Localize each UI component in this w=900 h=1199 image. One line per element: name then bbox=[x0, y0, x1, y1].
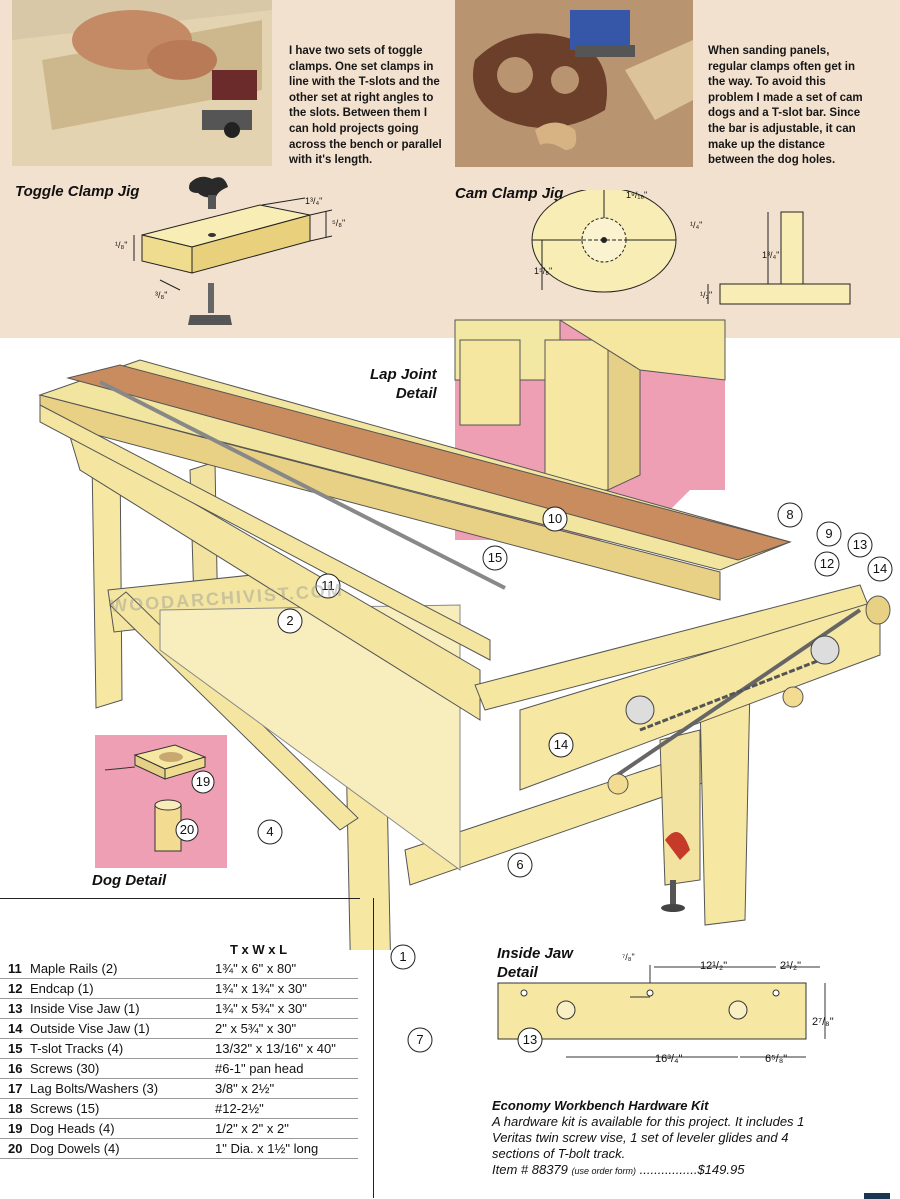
part-number: 14 bbox=[8, 1021, 23, 1036]
callout-9: 9 bbox=[825, 526, 833, 541]
callout-6: 6 bbox=[516, 857, 524, 872]
callout-7: 7 bbox=[416, 1032, 424, 1047]
cam-clamp-heading: Cam Clamp Jig bbox=[455, 185, 564, 202]
jaw-dim-a: ⁷/₈" bbox=[622, 952, 635, 962]
inside-jaw-drawing bbox=[497, 965, 826, 1058]
dog-detail-drawing bbox=[104, 744, 215, 852]
part-name: Inside Vise Jaw (1) bbox=[30, 1001, 140, 1016]
parts-row: 11 Maple Rails (2) 1¾" x 6" x 80" bbox=[0, 958, 358, 979]
part-size: 1¾" x 5¾" x 30" bbox=[215, 1001, 307, 1016]
parts-list-rule-vert bbox=[373, 898, 374, 1198]
lap-joint-heading: Lap Joint Detail bbox=[370, 366, 437, 402]
callout-15: 15 bbox=[487, 550, 503, 565]
parts-row: 14 Outside Vise Jaw (1) 2" x 5¾" x 30" bbox=[0, 1018, 358, 1039]
page-corner-tab bbox=[864, 1193, 890, 1199]
inside-jaw-callout: 13 bbox=[522, 1032, 538, 1047]
part-size: 1¾" x 6" x 80" bbox=[215, 961, 297, 976]
part-name: Screws (30) bbox=[30, 1061, 100, 1076]
part-number: 12 bbox=[8, 981, 23, 996]
parts-row: 15 T-slot Tracks (4) 13/32" x 13/16" x 4… bbox=[0, 1038, 358, 1059]
callout-2: 2 bbox=[286, 613, 294, 628]
parts-list-header: T x W x L bbox=[230, 942, 288, 957]
kit-title: Economy Workbench Hardware Kit bbox=[492, 1098, 709, 1113]
kit-item-dots: ................ bbox=[636, 1162, 698, 1177]
parts-list-rule bbox=[0, 898, 360, 899]
callout-19: 19 bbox=[195, 774, 211, 789]
part-number: 16 bbox=[8, 1061, 23, 1076]
kit-price: $149.95 bbox=[697, 1162, 745, 1177]
parts-row: 16 Screws (30) #6-1" pan head bbox=[0, 1058, 358, 1079]
part-name: T-slot Tracks (4) bbox=[30, 1041, 124, 1056]
toggle-clamp-note: I have two sets of toggle clamps. One se… bbox=[289, 45, 442, 167]
callout-4: 4 bbox=[266, 824, 274, 839]
part-name: Lag Bolts/Washers (3) bbox=[30, 1081, 159, 1096]
part-size: 13/32" x 13/16" x 40" bbox=[215, 1041, 336, 1056]
toggle-dim-width: 1³/₄" bbox=[305, 196, 323, 206]
part-name: Dog Dowels (4) bbox=[30, 1141, 120, 1156]
callout-11: 11 bbox=[321, 578, 335, 593]
parts-row: 12 Endcap (1) 1¾" x 1¾" x 30" bbox=[0, 978, 358, 999]
callout-14-top: 14 bbox=[872, 561, 888, 576]
callout-12: 12 bbox=[819, 556, 835, 571]
part-number: 19 bbox=[8, 1121, 23, 1136]
part-name: Dog Heads (4) bbox=[30, 1121, 115, 1136]
toggle-dim-slot: ¹/₈" bbox=[115, 240, 128, 250]
jaw-dim-b: 12¹/₂" bbox=[700, 960, 728, 972]
callout-8: 8 bbox=[786, 507, 794, 522]
jaw-dim-d: 2⁷/₈" bbox=[812, 1016, 834, 1028]
part-size: 3/8" x 2½" bbox=[215, 1081, 275, 1096]
part-number: 13 bbox=[8, 1001, 23, 1016]
workbench-illustration bbox=[38, 319, 891, 950]
callout-13: 13 bbox=[852, 537, 868, 552]
toggle-clamp-drawing bbox=[133, 176, 333, 325]
parts-row: 13 Inside Vise Jaw (1) 1¾" x 5¾" x 30" bbox=[0, 998, 358, 1019]
callout-1: 1 bbox=[399, 949, 407, 964]
jaw-dim-c: 2¹/₂" bbox=[780, 960, 802, 972]
part-name: Endcap (1) bbox=[30, 981, 94, 996]
parts-row: 18 Screws (15) #12-2½" bbox=[0, 1098, 358, 1119]
cam-dim-left: 1⁵/₈" bbox=[534, 266, 553, 276]
toggle-clamp-photo bbox=[12, 0, 272, 166]
parts-row: 19 Dog Heads (4) 1/2" x 2" x 2" bbox=[0, 1118, 358, 1139]
kit-item-number: Item # 88379 bbox=[492, 1162, 568, 1177]
cam-clamp-drawing bbox=[531, 190, 851, 305]
part-number: 20 bbox=[8, 1141, 23, 1156]
part-number: 11 bbox=[8, 961, 22, 976]
parts-row: 17 Lag Bolts/Washers (3) 3/8" x 2½" bbox=[0, 1078, 358, 1099]
toggle-dim-offset: ³/₈" bbox=[155, 290, 168, 300]
callout-20: 20 bbox=[179, 822, 195, 837]
cam-dim-gap: ¹/₄" bbox=[690, 220, 703, 230]
jaw-dim-f: 6⁵/₈" bbox=[765, 1053, 788, 1065]
part-number: 18 bbox=[8, 1101, 23, 1116]
hardware-kit: Economy Workbench Hardware Kit A hardwar… bbox=[492, 1098, 822, 1179]
callout-10: 10 bbox=[547, 511, 563, 526]
part-number: 17 bbox=[8, 1081, 23, 1096]
kit-item-line: Item # 88379 (use order form) ..........… bbox=[492, 1162, 822, 1179]
part-size: 1/2" x 2" x 2" bbox=[215, 1121, 289, 1136]
cam-dim-base: ¹/₂" bbox=[700, 290, 713, 300]
cam-clamp-photo bbox=[455, 0, 693, 167]
part-size: 1" Dia. x 1½" long bbox=[215, 1141, 319, 1156]
part-size: #6-1" pan head bbox=[215, 1061, 304, 1076]
toggle-dim-height: ⁵/₈" bbox=[332, 218, 346, 228]
cam-clamp-note: When sanding panels, regular clamps ofte… bbox=[708, 45, 863, 167]
toggle-clamp-heading: Toggle Clamp Jig bbox=[15, 183, 140, 200]
callout-14-vise: 14 bbox=[553, 737, 569, 752]
part-name: Maple Rails (2) bbox=[30, 961, 118, 976]
parts-row: 20 Dog Dowels (4) 1" Dia. x 1½" long bbox=[0, 1138, 358, 1159]
part-name: Outside Vise Jaw (1) bbox=[30, 1021, 150, 1036]
jaw-dim-e: 16³/₄" bbox=[655, 1053, 683, 1065]
part-size: 1¾" x 1¾" x 30" bbox=[215, 981, 307, 996]
kit-body: A hardware kit is available for this pro… bbox=[492, 1114, 805, 1161]
part-name: Screws (15) bbox=[30, 1101, 100, 1116]
dog-detail-heading: Dog Detail bbox=[92, 872, 167, 889]
cam-dim-top: 1⁹/₁₆" bbox=[626, 190, 648, 200]
cam-dim-post: 1³/₄" bbox=[762, 250, 780, 260]
part-number: 15 bbox=[8, 1041, 23, 1056]
part-size: 2" x 5¾" x 30" bbox=[215, 1021, 297, 1036]
part-size: #12-2½" bbox=[215, 1101, 264, 1116]
kit-item-note: (use order form) bbox=[571, 1166, 637, 1176]
inside-jaw-heading: Inside Jaw Detail bbox=[497, 945, 573, 981]
